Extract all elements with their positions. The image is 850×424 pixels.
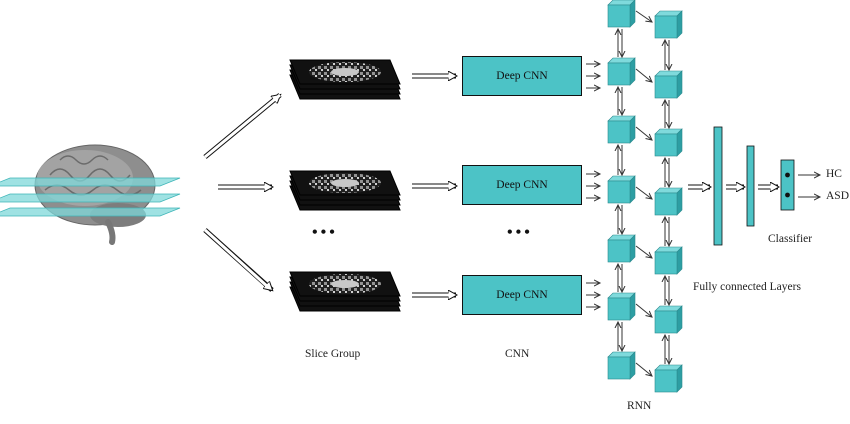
- classifier-node-asd: [785, 192, 790, 198]
- ellipsis-cnn: •••: [507, 224, 533, 241]
- cube-front: [654, 15, 678, 39]
- classifier-label: Classifier: [768, 233, 813, 245]
- cube-front: [607, 356, 631, 380]
- mri-slice-center: [331, 179, 359, 187]
- output-hc-label: HC: [826, 168, 842, 180]
- cube-side: [629, 0, 636, 28]
- classifier-node-hc: [785, 172, 790, 178]
- cube-side: [629, 292, 636, 321]
- cube-side: [629, 234, 636, 263]
- classifier-box: [780, 159, 795, 211]
- rnn-cell-a-3: [607, 115, 636, 144]
- rnn-cell-a-6: [607, 292, 636, 321]
- ellipsis-slices: •••: [312, 224, 338, 241]
- rnn-arrow-cross: [635, 126, 652, 140]
- cube-front: [654, 369, 678, 393]
- rnn-cell-a-4: [607, 175, 636, 204]
- cube-front: [607, 180, 631, 204]
- rnn-cell-a-7: [607, 351, 636, 380]
- cube-side: [629, 57, 636, 86]
- cube-front: [607, 4, 631, 28]
- cube-front: [607, 297, 631, 321]
- slice-plane-mid: [0, 193, 181, 203]
- rnn-arrow-cross: [635, 68, 652, 82]
- fc-layer-1: [713, 126, 723, 246]
- slice-group-label: Slice Group: [305, 348, 361, 360]
- cube-side: [676, 187, 683, 216]
- mri-slice-center: [331, 280, 359, 288]
- slice-plane-top: [0, 177, 181, 187]
- cube-front: [654, 75, 678, 99]
- cube-front: [607, 120, 631, 144]
- deep-cnn-box-1: Deep CNN: [462, 56, 582, 96]
- cube-front: [654, 133, 678, 157]
- rnn-cell-b-5: [654, 246, 683, 275]
- cube-front: [607, 239, 631, 263]
- rnn-cell-b-6: [654, 305, 683, 334]
- cube-front: [654, 192, 678, 216]
- fully-connected-label: Fully connected Layers: [693, 281, 801, 293]
- deep-cnn-label-1: Deep CNN: [496, 70, 548, 82]
- rnn-cell-b-7: [654, 364, 683, 393]
- rnn-arrow-cross: [635, 186, 652, 199]
- rnn-cell-b-1: [654, 10, 683, 39]
- output-asd-label: ASD: [826, 190, 850, 202]
- cube-side: [676, 70, 683, 99]
- rnn-cell-b-3: [654, 128, 683, 157]
- slice-group-1: [289, 59, 401, 100]
- cube-front: [654, 251, 678, 275]
- slice-plane-bottom: [0, 207, 181, 217]
- rnn-arrow-cross: [635, 362, 652, 376]
- fc-layer-2: [746, 145, 755, 227]
- cube-side: [629, 175, 636, 204]
- cube-side: [676, 128, 683, 157]
- slice-group-3: [289, 271, 401, 312]
- rnn-cell-a-1: [607, 0, 636, 28]
- brain-illustration: [0, 144, 181, 245]
- cube-side: [676, 246, 683, 275]
- cube-side: [676, 305, 683, 334]
- cube-side: [629, 115, 636, 144]
- rnn-arrow-cross: [635, 10, 652, 22]
- slice-group-2: [289, 170, 401, 211]
- deep-cnn-box-3: Deep CNN: [462, 275, 582, 315]
- cube-front: [654, 310, 678, 334]
- rnn-cell-a-5: [607, 234, 636, 263]
- rnn-arrow-cross: [635, 245, 652, 258]
- deep-cnn-box-2: Deep CNN: [462, 165, 582, 205]
- cnn-label: CNN: [505, 348, 530, 360]
- cube-side: [629, 351, 636, 380]
- rnn-cell-a-2: [607, 57, 636, 86]
- mri-slice-center: [331, 68, 359, 76]
- rnn-arrow-cross: [635, 303, 652, 317]
- rnn-cell-b-2: [654, 70, 683, 99]
- deep-cnn-label-2: Deep CNN: [496, 179, 548, 191]
- rnn-label: RNN: [627, 400, 652, 412]
- cube-front: [607, 62, 631, 86]
- cube-side: [676, 364, 683, 393]
- cube-side: [676, 10, 683, 39]
- deep-cnn-label-3: Deep CNN: [496, 289, 548, 301]
- rnn-cell-b-4: [654, 187, 683, 216]
